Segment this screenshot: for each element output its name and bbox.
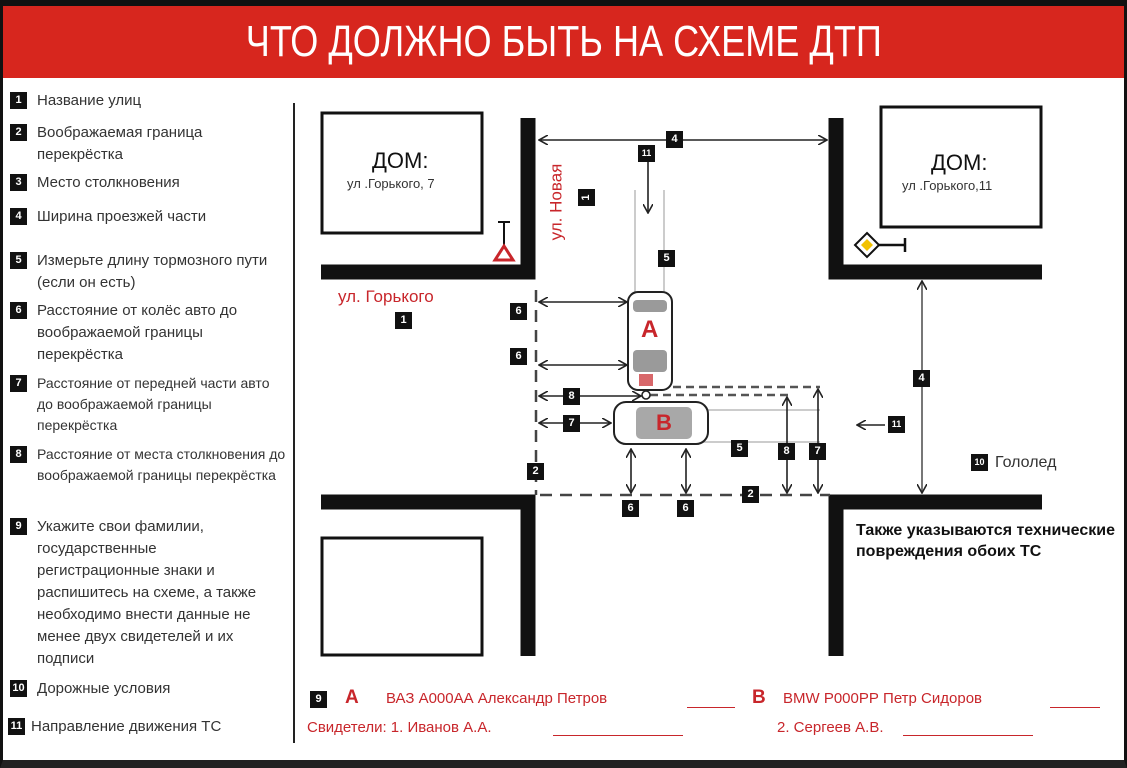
signature-line[interactable] <box>1050 707 1100 708</box>
damage-note: Также указываются технические повреждени… <box>856 522 1116 560</box>
legend-text: Измерьте длину тормозного пути (если он … <box>37 252 268 291</box>
signature-b-text: BMW Р000РР Петр Сидоров <box>783 690 982 707</box>
road-condition-text: Гололед <box>995 454 1057 471</box>
legend-item: 7 Расстояние от передней части авто до во… <box>10 373 277 436</box>
signature-a-letter: А <box>345 687 359 708</box>
legend-text: Дорожные условия <box>37 680 171 697</box>
collision-distance-badge: 8 <box>778 443 795 460</box>
number-badge: 9 <box>10 518 27 535</box>
legend-text: Место столкновения <box>37 174 180 191</box>
signature-line[interactable] <box>553 735 683 736</box>
house-left-address: ул .Горького, 7 <box>347 176 435 191</box>
number-badge: 11 <box>8 718 25 735</box>
number-badge: 1 <box>10 92 27 109</box>
legend-item: 1 Название улиц <box>10 90 297 112</box>
legend-item: 9 Укажите свои фамилии, государственные р… <box>10 516 277 670</box>
legend-text: Расстояние от передней части авто до воо… <box>37 375 270 433</box>
border-badge: 2 <box>527 463 544 480</box>
street-number-badge: 1 <box>395 312 412 329</box>
legend-text: Расстояние от колёс авто до воображаемой… <box>37 302 238 363</box>
number-badge: 2 <box>10 124 27 141</box>
legend-text: Расстояние от места столкновения до вооб… <box>37 446 286 483</box>
direction-badge: 11 <box>888 416 905 433</box>
house-right-address: ул .Горького,11 <box>902 178 993 193</box>
legend-item: 11 Направление движения ТС <box>8 716 291 738</box>
signature-line[interactable] <box>687 707 735 708</box>
wheel-distance-badge: 6 <box>510 303 527 320</box>
legend-item: 4 Ширина проезжей части <box>10 206 297 228</box>
signature-badge: 9 <box>310 691 327 708</box>
legend-item: 3 Место столкновения <box>10 172 297 194</box>
signature-line[interactable] <box>903 735 1033 736</box>
number-badge: 4 <box>10 208 27 225</box>
road-condition-badge: 10 <box>971 454 988 471</box>
house-right-title: ДОМ: <box>931 150 988 175</box>
page-title: ЧТО ДОЛЖНО БЫТЬ НА СХЕМЕ ДТП <box>245 17 882 66</box>
width-badge: 4 <box>666 131 683 148</box>
legend-item: 5 Измерьте длину тормозного пути (если он… <box>10 250 292 294</box>
number-badge: 6 <box>10 302 27 319</box>
wheel-distance-badge: 6 <box>622 500 639 517</box>
legend-item: 2 Воображаемая граница перекрёстка <box>10 122 262 166</box>
border-badge: 2 <box>742 486 759 503</box>
car-b <box>613 401 709 445</box>
witness-1: Свидетели: 1. Иванов А.А. <box>307 719 492 736</box>
number-badge: 5 <box>10 252 27 269</box>
legend-text: Воображаемая граница перекрёстка <box>37 124 203 163</box>
number-badge: 3 <box>10 174 27 191</box>
number-badge: 10 <box>10 680 27 697</box>
width-badge: 4 <box>913 370 930 387</box>
brake-path-badge: 5 <box>658 250 675 267</box>
number-badge: 7 <box>10 375 27 392</box>
car-b-label: В <box>656 410 672 435</box>
legend-text: Направление движения ТС <box>31 718 222 735</box>
car-a <box>627 291 673 391</box>
signature-b-letter: В <box>752 687 766 708</box>
signature-a-text: ВАЗ А000АА Александр Петров <box>386 690 608 707</box>
title-banner: ЧТО ДОЛЖНО БЫТЬ НА СХЕМЕ ДТП <box>3 6 1124 78</box>
accident-scheme-drawing <box>320 105 1043 657</box>
collision-distance-badge: 8 <box>563 388 580 405</box>
number-badge: 8 <box>10 446 27 463</box>
legend-text: Ширина проезжей части <box>37 208 207 225</box>
witness-2: 2. Сергеев А.В. <box>777 719 884 736</box>
direction-badge: 11 <box>638 145 655 162</box>
car-a-label: А <box>641 316 659 343</box>
street-name-vertical: ул. Новая <box>546 163 566 241</box>
house-left-title: ДОМ: <box>372 148 429 173</box>
vertical-divider <box>293 103 295 743</box>
front-distance-badge: 7 <box>563 415 580 432</box>
wheel-distance-badge: 6 <box>677 500 694 517</box>
street-number-badge: 1 <box>578 189 595 206</box>
legend-item: 6 Расстояние от колёс авто до воображаемо… <box>10 300 277 366</box>
street-name-horizontal: ул. Горького <box>338 287 434 306</box>
legend-text: Название улиц <box>37 92 142 109</box>
legend-item: 8 Расстояние от места столкновения до воо… <box>10 444 292 486</box>
front-distance-badge: 7 <box>809 443 826 460</box>
legend-text: Укажите свои фамилии, государственные ре… <box>37 518 257 667</box>
brake-path-badge: 5 <box>731 440 748 457</box>
wheel-distance-badge: 6 <box>510 348 527 365</box>
legend-item: 10 Дорожные условия <box>10 678 297 700</box>
